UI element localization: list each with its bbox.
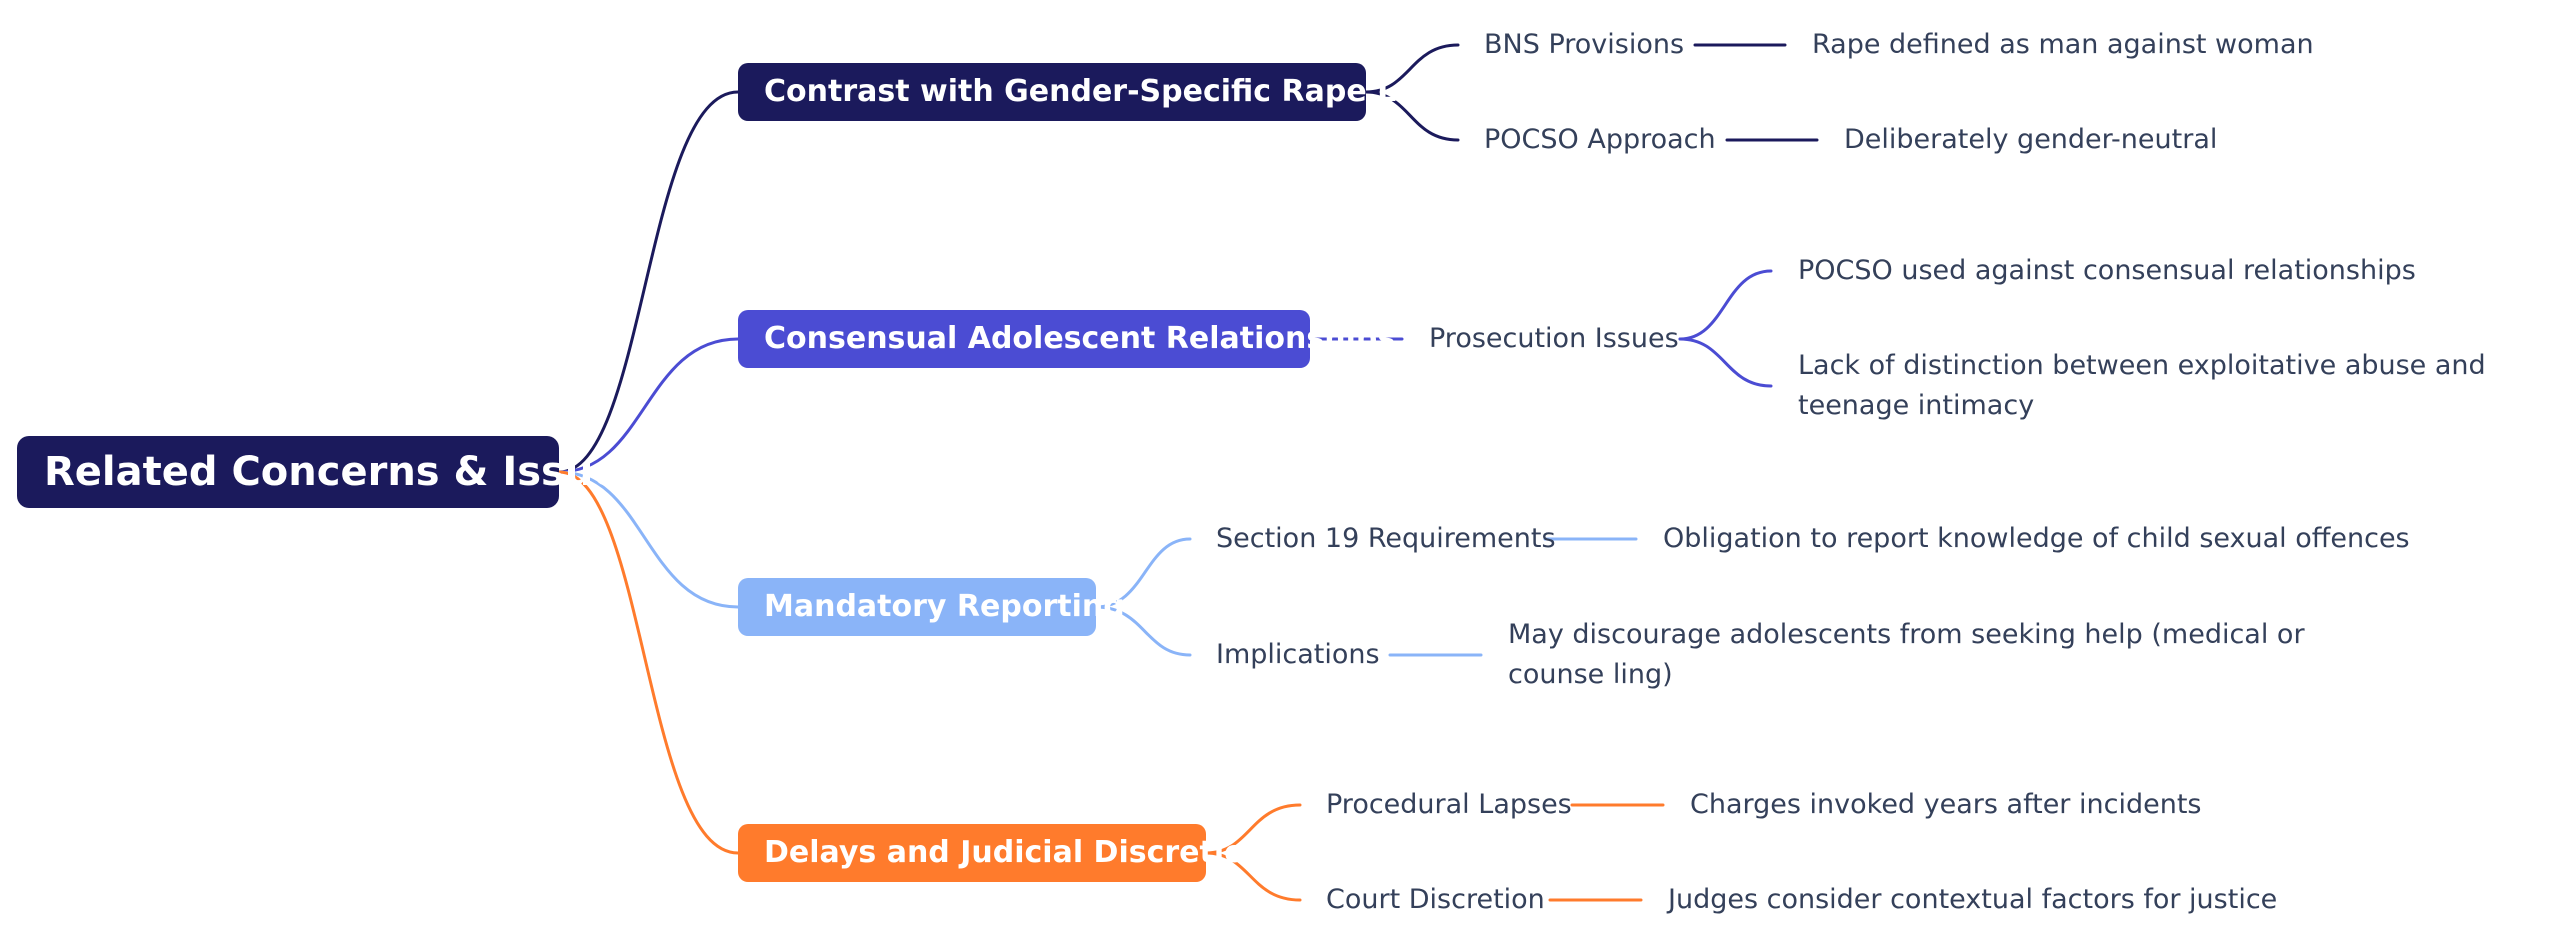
- detail-court-discretion[interactable]: Judges consider contextual factors for j…: [1668, 884, 2278, 915]
- connector-b2-d2: [1678, 337, 1773, 388]
- detail-pocso-consensual[interactable]: POCSO used against consensual relationsh…: [1798, 255, 2416, 286]
- connector-root-b1: [557, 90, 740, 474]
- connector-b4-c1: [1204, 803, 1302, 855]
- topic-pocso-approach[interactable]: POCSO Approach: [1484, 124, 1716, 155]
- detail-lack-of-distinction[interactable]: Lack of distinction between exploitative…: [1798, 350, 2486, 421]
- connector-b3-c2: [1094, 605, 1192, 657]
- connector-root-b3: [557, 470, 740, 609]
- branch-consensual-relationships[interactable]: Consensual Adolescent Relationships: [738, 310, 1395, 368]
- connector-root-b2: [557, 337, 740, 474]
- detail-bns-provisions[interactable]: Rape defined as man against woman: [1812, 29, 2314, 60]
- topic-procedural-lapses[interactable]: Procedural Lapses: [1326, 789, 1572, 820]
- topic-implications[interactable]: Implications: [1216, 639, 1380, 670]
- detail-pocso-approach[interactable]: Deliberately gender-neutral: [1844, 124, 2218, 155]
- connector-b4-c2: [1204, 851, 1302, 902]
- topic-prosecution-issues[interactable]: Prosecution Issues: [1429, 323, 1679, 354]
- branch-delays-judicial-discretion[interactable]: Delays and Judicial Discretion: [738, 824, 1266, 882]
- connector-b3-c1: [1094, 537, 1192, 609]
- detail-implications[interactable]: May discourage adolescents from seeking …: [1508, 619, 2305, 690]
- connector-b1-c2: [1364, 90, 1460, 142]
- topic-bns-provisions[interactable]: BNS Provisions: [1484, 29, 1685, 60]
- detail-procedural-lapses[interactable]: Charges invoked years after incidents: [1690, 789, 2202, 820]
- root-node[interactable]: Related Concerns & Issues: [17, 436, 644, 508]
- connector-root-b4: [557, 470, 740, 855]
- branch-gender-specific-laws[interactable]: Contrast with Gender-Specific Rape Laws: [738, 63, 1462, 121]
- topic-court-discretion[interactable]: Court Discretion: [1326, 884, 1545, 915]
- topic-section-19[interactable]: Section 19 Requirements: [1216, 523, 1556, 554]
- connector-b1-c1: [1364, 43, 1460, 94]
- detail-section-19[interactable]: Obligation to report knowledge of child …: [1663, 523, 2410, 554]
- connector-b2-d1: [1678, 269, 1773, 341]
- branch-mandatory-reporting[interactable]: Mandatory Reporting: [738, 578, 1125, 636]
